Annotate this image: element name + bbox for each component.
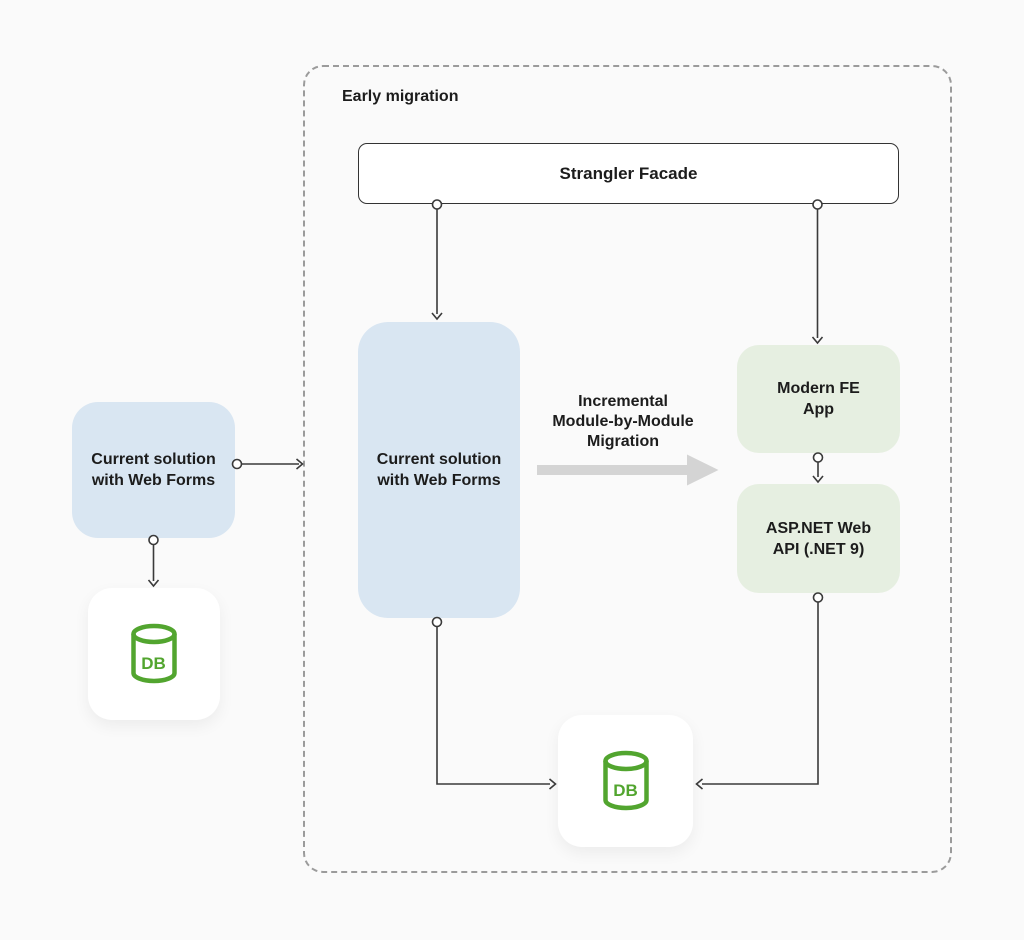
db-cylinder-icon: DB (131, 623, 177, 684)
db-card-outside: DB (88, 588, 220, 720)
db-label-halo (608, 779, 642, 800)
connector-current-outside-to-container (231, 458, 304, 470)
db-label-halo (137, 652, 170, 673)
node-label-line: API (.NET 9) (772, 540, 865, 558)
node-label-line: ASP.NET Web (765, 519, 872, 537)
db-label: DB (613, 781, 638, 800)
migration-label-line: Incremental (578, 393, 668, 410)
strangler-facade-label: Strangler Facade (559, 163, 698, 183)
aspnet-web-api-node: ASP.NET Web API (.NET 9) (737, 484, 900, 593)
migration-label-line: Module-by-Module (552, 413, 694, 430)
modern-fe-app-node: Modern FE App (737, 345, 900, 453)
node-label-line: with Web Forms (91, 472, 216, 489)
db-cylinder-icon: DB (602, 750, 649, 811)
node-label-line: with Web Forms (377, 472, 501, 489)
db-card-migration: DB (558, 715, 693, 847)
strangler-facade-node: Strangler Facade (358, 143, 899, 204)
node-label-line: App (802, 401, 835, 418)
current-solution-node-outside: Current solution with Web Forms (72, 402, 235, 538)
migration-label-line: Migration (587, 433, 659, 450)
db-label: DB (141, 654, 166, 673)
node-label-line: Current solution (91, 451, 216, 468)
migration-arrow-label: Incremental Module-by-Module Migration (503, 392, 743, 452)
connector-current-outside-to-db (147, 534, 160, 588)
node-label-line: Modern FE (777, 380, 860, 397)
current-solution-node-migration: Current solution with Web Forms (358, 322, 520, 618)
node-label-line: Current solution (376, 451, 502, 468)
early-migration-label: Early migration (342, 88, 459, 105)
early-migration-container: Early migration (303, 65, 952, 873)
